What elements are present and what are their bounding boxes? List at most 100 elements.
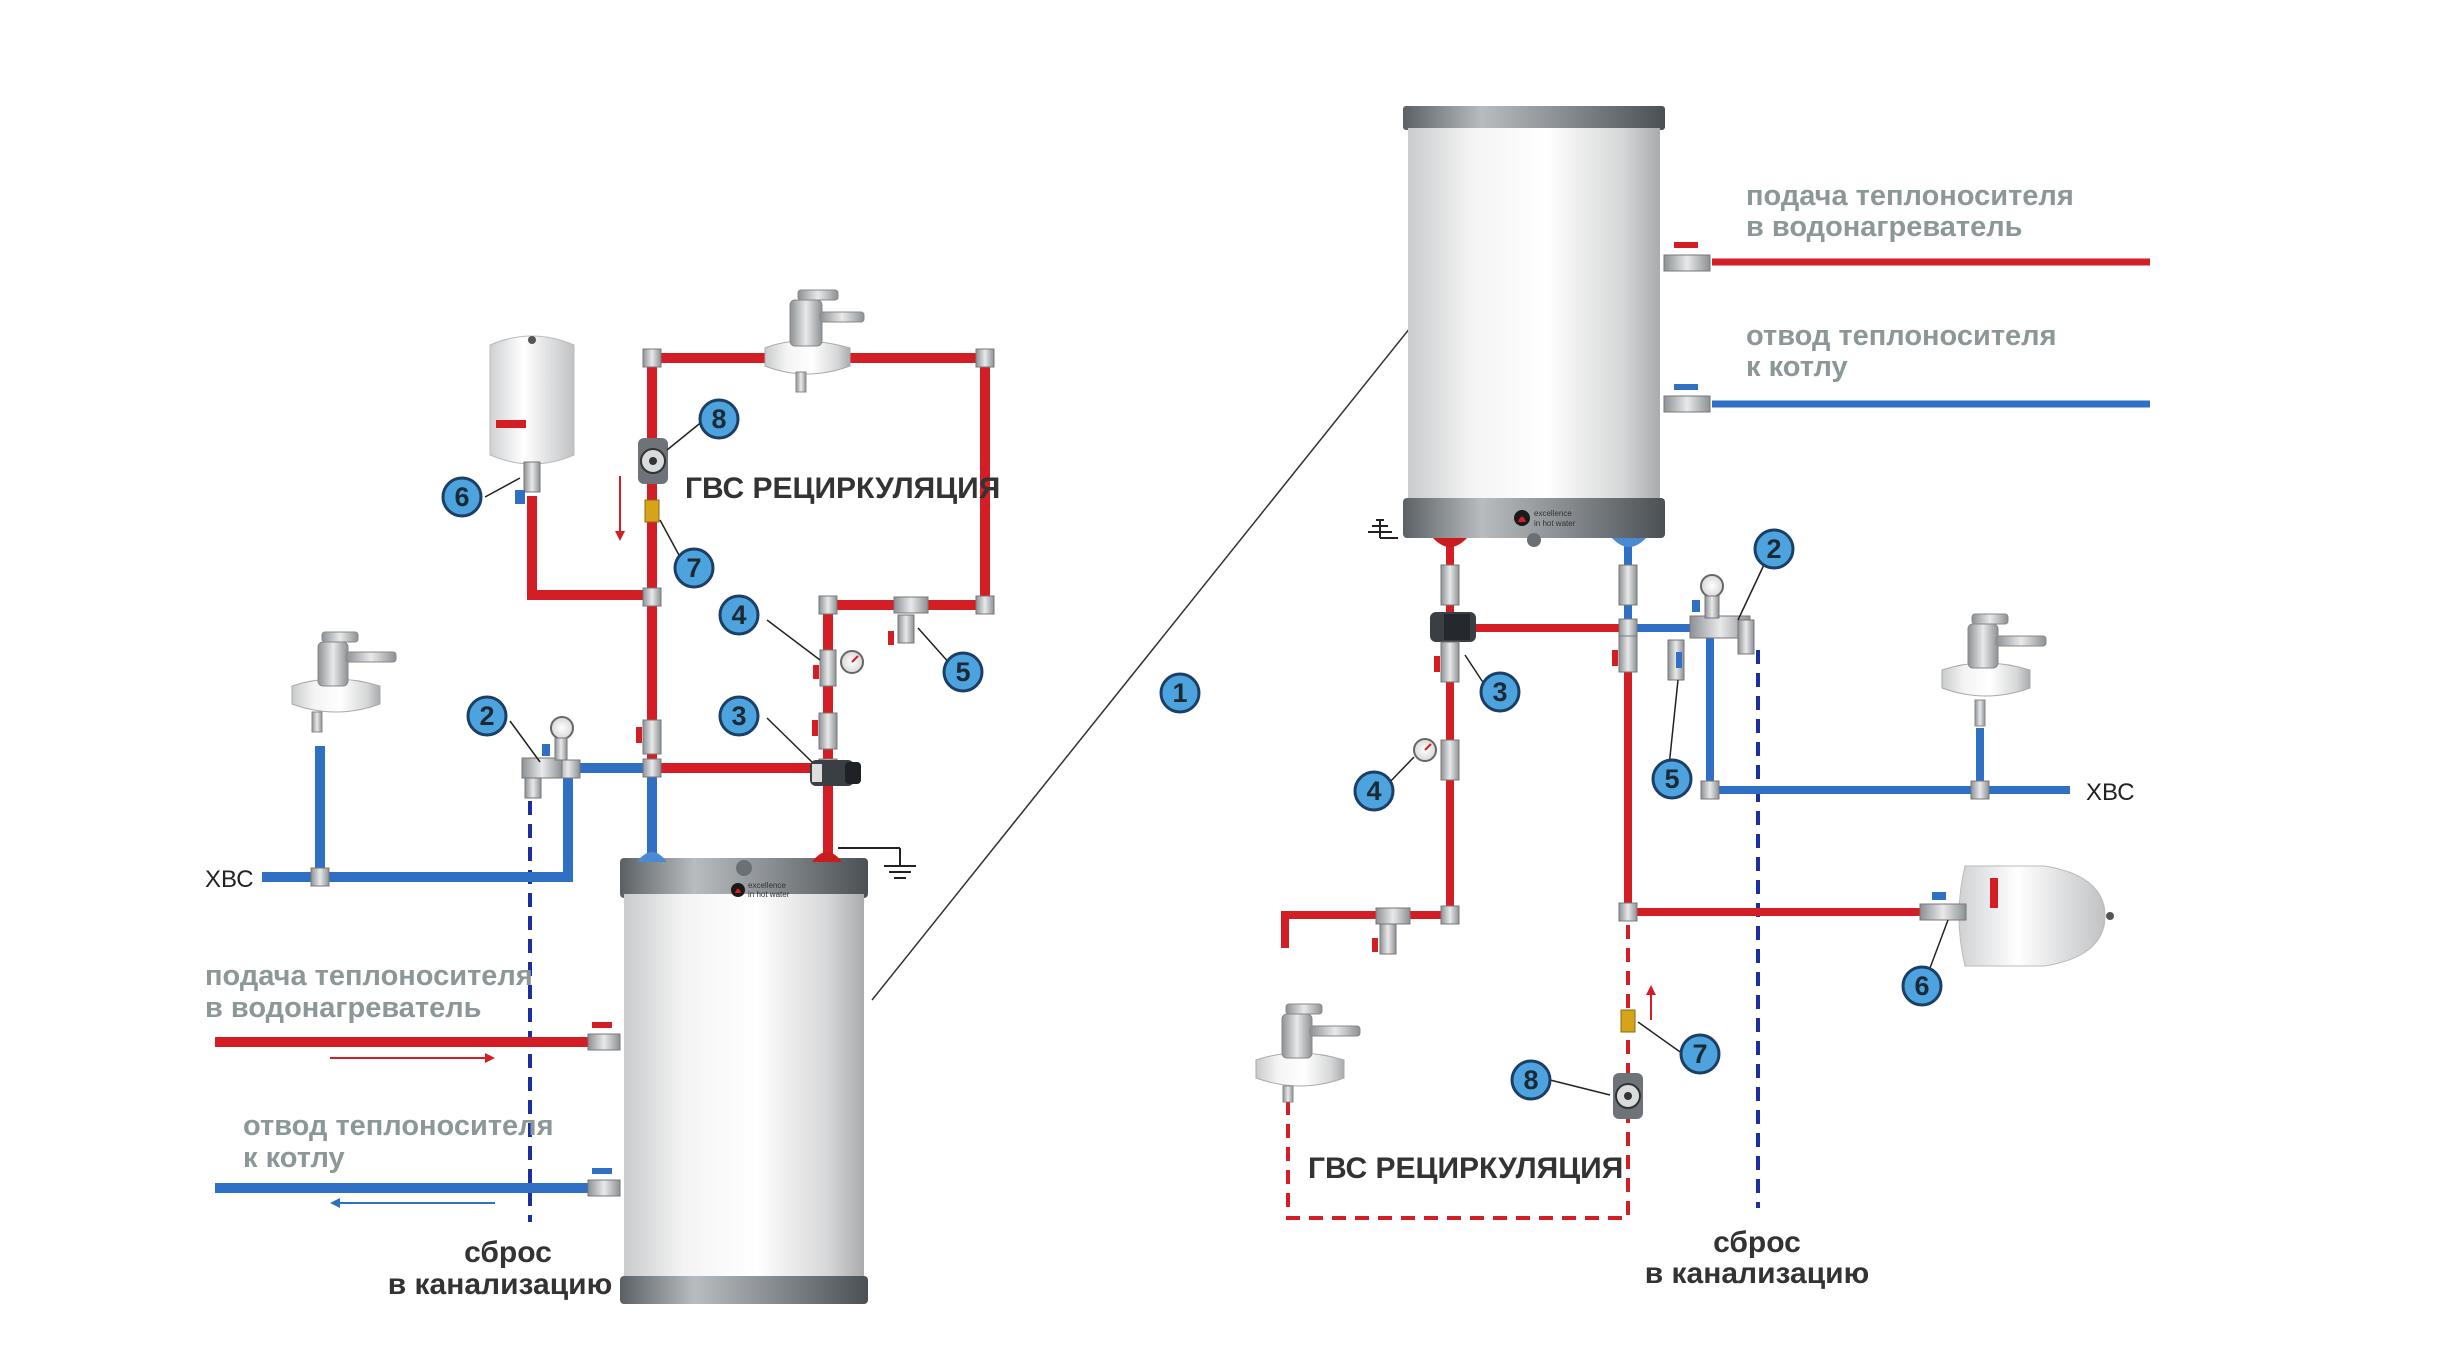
right-mixing-valve-icon [1430,612,1476,683]
left-expansion-tank-icon [489,335,575,504]
svg-text:2: 2 [479,701,494,731]
left-callout-2: 2 [466,695,508,737]
left-flow-arrowhead [615,531,625,541]
left-valve-hot-2-icon [812,712,838,750]
left-supply-arrowhead [485,1053,495,1063]
left-brand-logo: excellence in hot water [731,881,790,899]
right-valve-hot-icon [1612,635,1638,673]
right-callout-5: 5 [1651,758,1693,800]
left-drain-label-line2: в канализацию [388,1268,613,1301]
center-callout-1: 1 [1159,672,1201,714]
right-expansion-tank-icon [1919,865,2114,967]
right-faucet-cold-icon [1941,613,2047,727]
right-brand-logo: excellence in hot water [1514,509,1576,528]
right-safety-group-icon [1689,574,1755,655]
svg-text:excellence: excellence [1534,509,1572,518]
left-faucet-cold-icon [291,631,397,733]
left-water-heater-tank: excellence in hot water [620,852,868,1304]
svg-text:6: 6 [1914,971,1929,1001]
right-drain-label-line1: сброс [1713,1226,1801,1259]
right-hot-outlet [1433,538,1467,547]
right-return-label-line2: к котлу [1746,351,1848,383]
left-hot-pipes [215,353,990,1047]
left-supply-valve-icon [587,1022,621,1051]
right-hot-pipes [1281,540,1920,948]
right-fittings [1440,618,1990,925]
left-scheme: excellence in hot water [205,289,1000,1304]
left-return-arrowhead [330,1198,340,1208]
left-return-label-line2: к котлу [243,1142,345,1174]
svg-text:3: 3 [731,701,746,731]
svg-text:8: 8 [711,404,726,434]
svg-text:7: 7 [686,553,701,583]
left-callout-4: 4 [718,594,760,636]
right-valve-bottom-icon [1372,907,1411,955]
svg-text:7: 7 [1692,1039,1707,1069]
left-supply-label-line1: подача теплоносителя [205,960,533,992]
left-hot-outlet [812,852,842,862]
svg-text:6: 6 [454,482,469,512]
left-valve-hot-1-icon [636,719,662,755]
right-tank-cold-fitting [1618,564,1638,606]
right-faucet-recirc-icon [1255,1003,1361,1103]
left-callout-5: 5 [942,651,984,693]
right-supply-label-line2: в водонагреватель [1746,211,2023,243]
left-callout-3: 3 [718,695,760,737]
left-callout-7: 7 [673,547,715,589]
svg-text:2: 2 [1766,534,1781,564]
right-water-heater-tank: excellence in hot water [1403,106,1665,547]
right-callout-7: 7 [1679,1033,1721,1075]
right-valve-5-icon [1667,639,1685,681]
svg-text:in hot water: in hot water [748,890,790,899]
right-check-valve-icon [1620,1009,1636,1033]
left-return-valve-icon [587,1168,621,1197]
right-drain-label-line2: в канализацию [1645,1257,1870,1290]
right-callout-4: 4 [1353,770,1395,812]
svg-text:5: 5 [955,657,970,687]
left-callouts: 8 6 7 4 5 2 3 [441,398,984,763]
left-return-label-line1: отвод теплоносителя [243,1110,554,1142]
right-thermometer-gauge-icon [1413,738,1460,781]
right-callouts: 2 3 4 5 6 7 8 [1353,528,1949,1101]
left-valve-5-icon [888,596,929,645]
right-return-valve-icon [1663,384,1711,413]
left-cold-inlet [637,852,667,862]
svg-text:4: 4 [1366,776,1381,806]
left-safety-group-icon [521,716,574,799]
right-callout-6: 6 [1901,965,1943,1007]
svg-text:8: 8 [1523,1065,1538,1095]
svg-text:4: 4 [731,600,746,630]
zoom-connector-line [871,317,1419,1001]
svg-text:excellence: excellence [748,881,786,890]
right-callout-3: 3 [1479,671,1521,713]
left-drain-label-line1: сброс [464,1236,552,1269]
right-circulation-pump-icon [1613,1073,1643,1119]
left-circulation-pump-icon [638,438,668,484]
right-supply-label-line1: подача теплоносителя [1746,180,2074,212]
right-callout-2: 2 [1753,528,1795,570]
svg-text:1: 1 [1172,678,1187,708]
right-callout-8: 8 [1510,1059,1552,1101]
right-flow-arrowhead [1646,985,1656,995]
svg-text:in hot water: in hot water [1534,519,1576,528]
right-recirc-dashed-line [1286,925,1630,1220]
left-faucet-top-icon [764,289,865,393]
right-recirc-title: ГВС РЕЦИРКУЛЯЦИЯ [1308,1152,1623,1185]
left-callout-6: 6 [441,476,483,518]
left-cold-label: ХВС [205,866,254,893]
right-cold-inlet [1612,538,1646,547]
left-check-valve-icon [644,499,660,523]
right-return-label-line1: отвод теплоносителя [1746,320,2057,352]
left-supply-label-line2: в водонагреватель [205,992,482,1024]
right-ground-icon [1368,519,1398,539]
right-supply-valve-icon [1663,242,1711,272]
right-scheme: excellence in hot water [1255,106,2150,1290]
right-cold-label: ХВС [2086,779,2135,806]
left-callout-8: 8 [698,398,740,440]
right-tank-hot-fitting [1440,564,1460,606]
svg-text:5: 5 [1664,764,1679,794]
svg-text:3: 3 [1492,677,1507,707]
left-mixing-valve-icon [810,760,861,786]
left-ground-icon [838,847,916,879]
